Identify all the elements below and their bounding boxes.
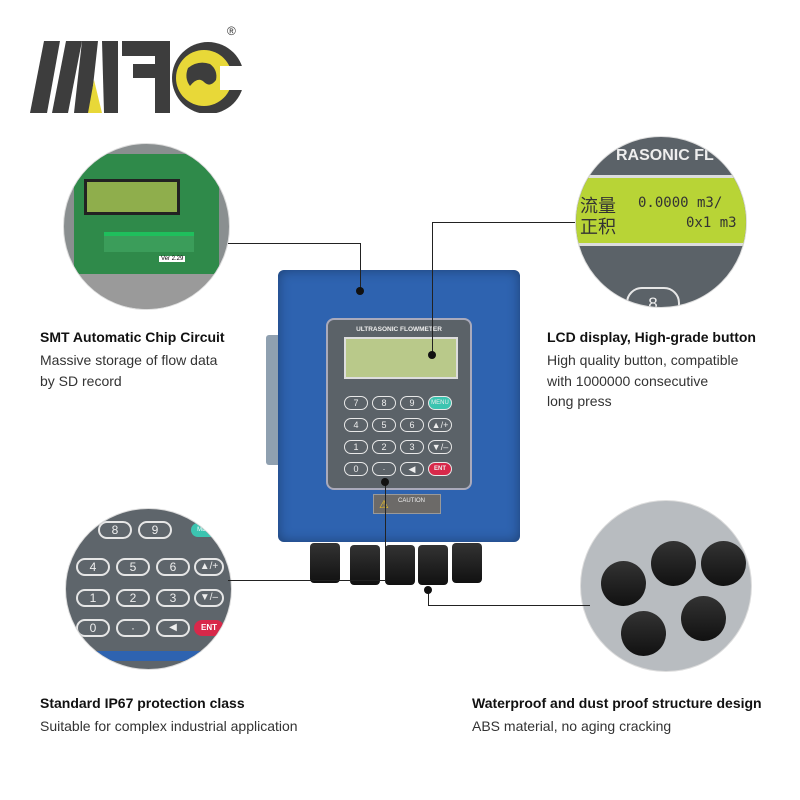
- feature-title-lcd: LCD display, High-grade button: [547, 329, 756, 345]
- registered-mark: ®: [227, 24, 236, 38]
- keypad-key[interactable]: ENT: [428, 462, 452, 476]
- brand-logo: ®: [30, 24, 245, 114]
- cable-gland-closeup-image: [580, 500, 752, 672]
- keypad-key[interactable]: 2: [372, 440, 396, 454]
- keypad-key[interactable]: 5: [372, 418, 396, 432]
- feature-title-chip-circuit: SMT Automatic Chip Circuit: [40, 329, 225, 345]
- keypad-key[interactable]: 1: [344, 440, 368, 454]
- keypad-key[interactable]: ·: [372, 462, 396, 476]
- lcd-closeup-image: RASONIC FL 流量 0.0000 m3/ 正积 0x1 m3 8: [575, 136, 747, 308]
- keypad-key[interactable]: 9: [400, 396, 424, 410]
- keypad-key[interactable]: 3: [400, 440, 424, 454]
- keypad-key[interactable]: 7: [344, 396, 368, 410]
- keypad-key[interactable]: ▼/–: [428, 440, 452, 454]
- keypad-key[interactable]: MENU: [428, 396, 452, 410]
- pcb-closeup-image: Ver 2.29: [63, 143, 230, 310]
- feature-title-ip67: Standard IP67 protection class: [40, 695, 245, 711]
- keypad-key[interactable]: ◀: [400, 462, 424, 476]
- keypad-key[interactable]: 0: [344, 462, 368, 476]
- pcb-version-label: Ver 2.29: [159, 256, 186, 262]
- keypad-key[interactable]: 6: [400, 418, 424, 432]
- keypad-key[interactable]: 8: [372, 396, 396, 410]
- caution-label: ⚠ CAUTION: [373, 494, 441, 514]
- keypad-key[interactable]: 4: [344, 418, 368, 432]
- keypad-closeup-image: 8 9 MENU 4 5 6 ▲/+ 1 2 3 ▼/– 0 · ◀ ENT: [65, 508, 232, 670]
- keypad-key[interactable]: ▲/+: [428, 418, 452, 432]
- feature-title-waterproof: Waterproof and dust proof structure desi…: [472, 695, 762, 711]
- lcd-screen: [344, 337, 458, 379]
